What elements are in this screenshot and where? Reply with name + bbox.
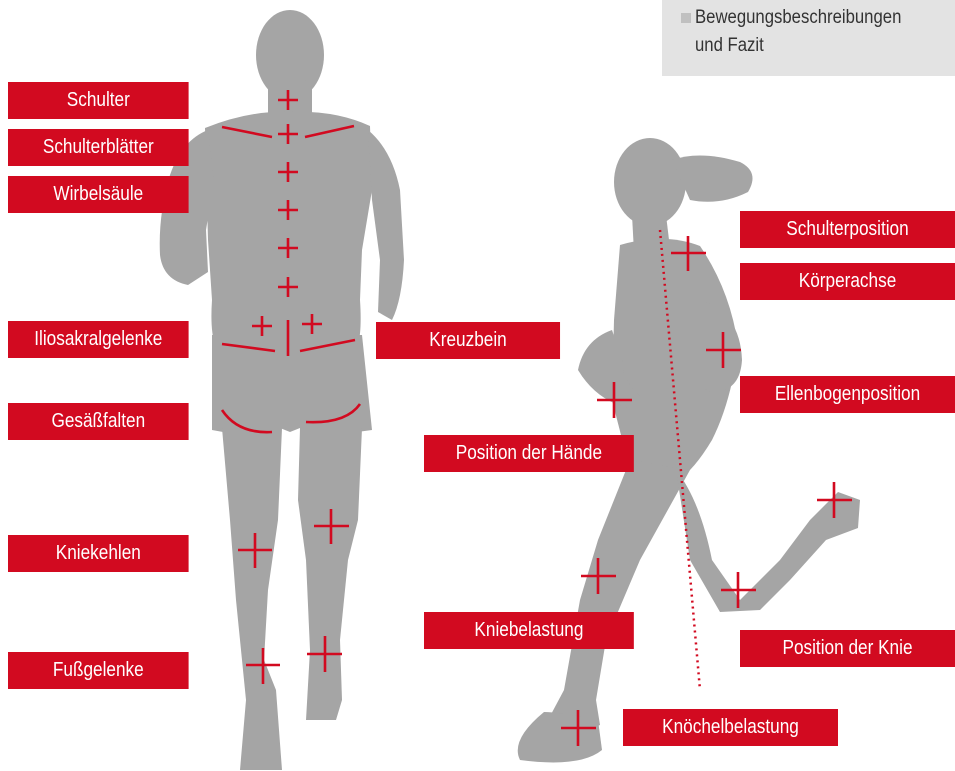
label-schulterposition: Schulterposition	[740, 211, 955, 248]
label-wirbelsaeule-text: Wirbelsäule	[53, 183, 143, 206]
back-runner-silhouette	[160, 10, 404, 770]
label-schulter-text: Schulter	[67, 89, 130, 112]
label-kreuzbein-text: Kreuzbein	[429, 329, 506, 352]
info-box-text: Bewegungsbeschreibungen und Fazit	[695, 4, 915, 60]
label-position-haende: Position der Hände	[424, 435, 634, 472]
bullet-icon	[681, 13, 691, 23]
label-knoechelbelastung-text: Knöchelbelastung	[662, 716, 799, 739]
label-koerperachse-text: Körperachse	[799, 270, 897, 293]
label-koerperachse: Körperachse	[740, 263, 955, 300]
label-ellenbogenposition: Ellenbogenposition	[740, 376, 955, 413]
label-schulterblaetter-text: Schulterblätter	[43, 136, 154, 159]
label-fussgelenke: Fußgelenke	[8, 652, 189, 689]
label-gesaessfalten-text: Gesäßfalten	[51, 410, 145, 433]
label-position-knie-text: Position der Knie	[782, 637, 912, 660]
label-kniekehlen: Kniekehlen	[8, 535, 189, 572]
info-box: Bewegungsbeschreibungen und Fazit	[662, 0, 955, 76]
label-kreuzbein: Kreuzbein	[376, 322, 560, 359]
label-iliosakralgelenke-text: Iliosakralgelenke	[34, 328, 162, 351]
label-schulter: Schulter	[8, 82, 189, 119]
label-kniekehlen-text: Kniekehlen	[56, 542, 141, 565]
label-schulterposition-text: Schulterposition	[786, 218, 908, 241]
label-position-haende-text: Position der Hände	[456, 442, 602, 465]
label-schulterblaetter: Schulterblätter	[8, 129, 189, 166]
label-kniebelastung: Kniebelastung	[424, 612, 634, 649]
label-iliosakralgelenke: Iliosakralgelenke	[8, 321, 189, 358]
label-knoechelbelastung: Knöchelbelastung	[623, 709, 838, 746]
label-ellenbogenposition-text: Ellenbogenposition	[775, 383, 920, 406]
label-kniebelastung-text: Kniebelastung	[474, 619, 583, 642]
label-wirbelsaeule: Wirbelsäule	[8, 176, 189, 213]
label-position-knie: Position der Knie	[740, 630, 955, 667]
label-fussgelenke-text: Fußgelenke	[53, 659, 144, 682]
label-gesaessfalten: Gesäßfalten	[8, 403, 189, 440]
